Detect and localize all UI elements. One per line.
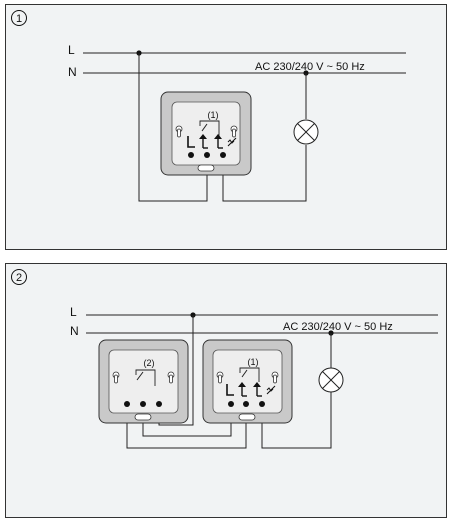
switch-arrow-icon bbox=[214, 134, 223, 149]
line-label-l: L bbox=[68, 43, 75, 57]
l-symbol-icon bbox=[226, 384, 234, 396]
switch-contact-icon bbox=[136, 371, 144, 381]
wire-traveller-2 bbox=[126, 407, 247, 449]
svg-text:1: 1 bbox=[16, 13, 22, 25]
slot-icon bbox=[134, 413, 152, 421]
svg-text:2: 2 bbox=[16, 272, 22, 284]
switch-arrow-icon bbox=[238, 382, 247, 397]
switch-label: (1) bbox=[208, 110, 219, 120]
lamp-icon bbox=[293, 119, 319, 145]
line-label-n: N bbox=[68, 65, 77, 79]
supply-label: AC 230/240 V ~ 50 Hz bbox=[283, 321, 393, 333]
mounting-hole-icon bbox=[271, 371, 279, 384]
wire-switch-to-lamp bbox=[222, 145, 307, 202]
diagram-panel-2: 2 L N AC 230/240 V ~ 50 Hz bbox=[5, 263, 447, 518]
slot-icon bbox=[238, 413, 256, 421]
dimmer-symbol-icon bbox=[227, 137, 237, 147]
dimmer-switch-1: (1) bbox=[202, 339, 293, 424]
terminal-icon bbox=[156, 401, 162, 407]
line-label-n: N bbox=[70, 324, 79, 338]
mounting-hole-icon bbox=[112, 371, 120, 384]
supply-label: AC 230/240 V ~ 50 Hz bbox=[255, 61, 365, 73]
wiring-diagram-1: 1 L N AC 230/240 V ~ 50 Hz bbox=[11, 10, 406, 202]
terminal-icon bbox=[140, 401, 146, 407]
mounting-hole-icon bbox=[175, 125, 183, 138]
terminal-icon bbox=[220, 152, 226, 158]
panel-number-badge: 1 bbox=[11, 10, 27, 26]
switch-arrow-icon bbox=[199, 134, 208, 149]
terminal-icon bbox=[204, 152, 210, 158]
switch-contact-icon bbox=[241, 369, 248, 378]
terminal-icon bbox=[188, 152, 194, 158]
wire-l-to-switch bbox=[138, 53, 208, 202]
terminal-icon bbox=[228, 401, 234, 407]
line-label-l: L bbox=[70, 305, 77, 319]
lamp-icon bbox=[318, 367, 344, 393]
diagram-panel-1: 1 L N AC 230/240 V ~ 50 Hz bbox=[5, 4, 447, 250]
panel-number-badge: 2 bbox=[11, 269, 27, 285]
terminal-icon bbox=[259, 401, 265, 407]
slot-icon bbox=[197, 164, 215, 172]
l-symbol-icon bbox=[187, 136, 195, 148]
extension-switch-2: (2) bbox=[98, 339, 189, 424]
mounting-hole-icon bbox=[230, 125, 238, 138]
switch-label: (2) bbox=[144, 358, 155, 368]
switch-arrow-icon bbox=[253, 382, 262, 397]
wiring-diagram-2: 2 L N AC 230/240 V ~ 50 Hz bbox=[11, 269, 438, 449]
switch-contact-icon bbox=[201, 123, 208, 132]
terminal-icon bbox=[243, 401, 249, 407]
dimmer-switch-1: (1) bbox=[160, 91, 252, 176]
mounting-hole-icon bbox=[216, 371, 224, 384]
terminal-icon bbox=[124, 401, 130, 407]
mounting-hole-icon bbox=[167, 371, 175, 384]
switch-label: (1) bbox=[248, 357, 259, 367]
dimmer-symbol-icon bbox=[266, 385, 276, 395]
wire-switch-to-lamp bbox=[261, 392, 332, 449]
